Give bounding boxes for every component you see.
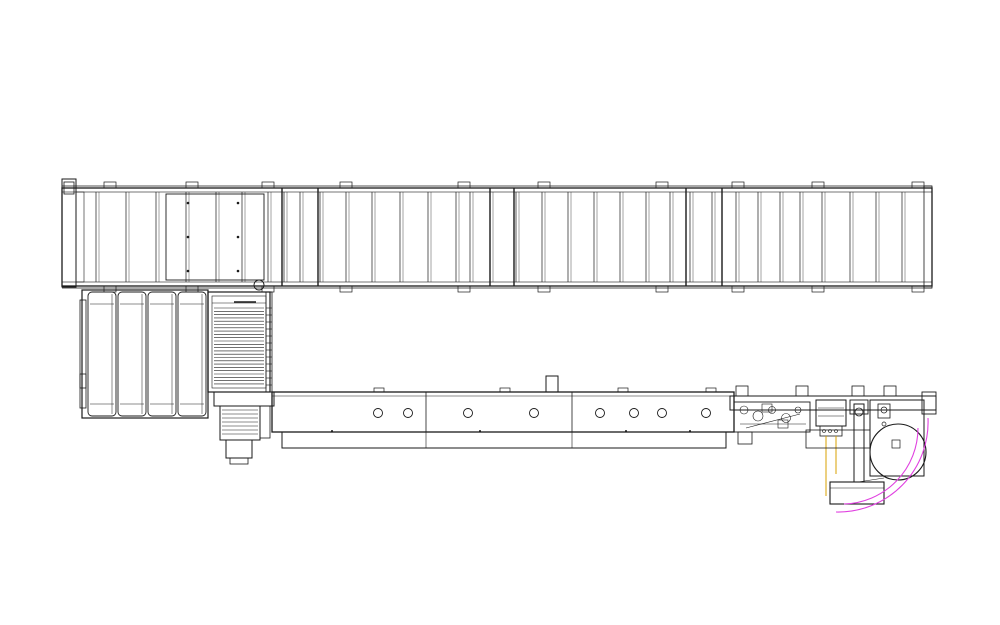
conveyor-bracket-bottom — [339, 285, 353, 293]
safety-guard-outer-arc — [835, 417, 929, 513]
conveyor-bracket-top — [339, 181, 353, 189]
transfer-belt — [147, 291, 177, 417]
conveyor-bracket-bottom — [537, 285, 551, 293]
conveyor-bracket-top — [731, 181, 745, 189]
upper-conveyor-sections — [281, 188, 723, 286]
bed-port — [701, 408, 711, 418]
safety-guard-inner-arc — [843, 427, 919, 505]
corner-sensor-icon — [253, 279, 265, 291]
conveyor-bracket-top — [261, 181, 275, 189]
drive-motor — [213, 391, 275, 465]
transfer-belt — [87, 291, 117, 417]
conveyor-bracket-bottom — [811, 285, 825, 293]
transfer-belt — [177, 291, 207, 417]
output-tray — [829, 481, 885, 505]
conveyor-bracket-bottom — [185, 285, 199, 293]
bed-port — [373, 408, 383, 418]
conveyor-bracket-top — [103, 181, 117, 189]
transfer-belts — [87, 291, 207, 417]
bed-ports — [373, 408, 711, 418]
transfer-belt — [117, 291, 147, 417]
conveyor-bracket-bottom — [731, 285, 745, 293]
inspection-panel — [165, 193, 265, 281]
conveyor-bracket-top — [655, 181, 669, 189]
roller-table — [207, 291, 273, 393]
conveyor-bracket-top — [457, 181, 471, 189]
conveyor-bracket-bottom — [655, 285, 669, 293]
conveyor-bracket-top — [911, 181, 925, 189]
conveyor-bracket-top — [811, 181, 825, 189]
bed-port — [403, 408, 413, 418]
conveyor-bracket-bottom — [103, 285, 117, 293]
bed-port — [463, 408, 473, 418]
conveyor-bracket-bottom — [457, 285, 471, 293]
bed-port — [529, 408, 539, 418]
upper-conveyor-slats — [95, 192, 906, 282]
conveyor-bracket-bottom — [911, 285, 925, 293]
machine-bed — [271, 375, 735, 449]
vent-stack — [545, 375, 559, 393]
roller-table-rollers — [214, 307, 264, 385]
conveyor-bracket-top — [185, 181, 199, 189]
bed-port — [657, 408, 667, 418]
bed-port — [629, 408, 639, 418]
bed-port — [595, 408, 605, 418]
upper-conveyor — [61, 178, 933, 293]
conveyor-bracket-top — [537, 181, 551, 189]
belt-transfer — [79, 289, 209, 419]
robot-cell — [729, 385, 937, 513]
